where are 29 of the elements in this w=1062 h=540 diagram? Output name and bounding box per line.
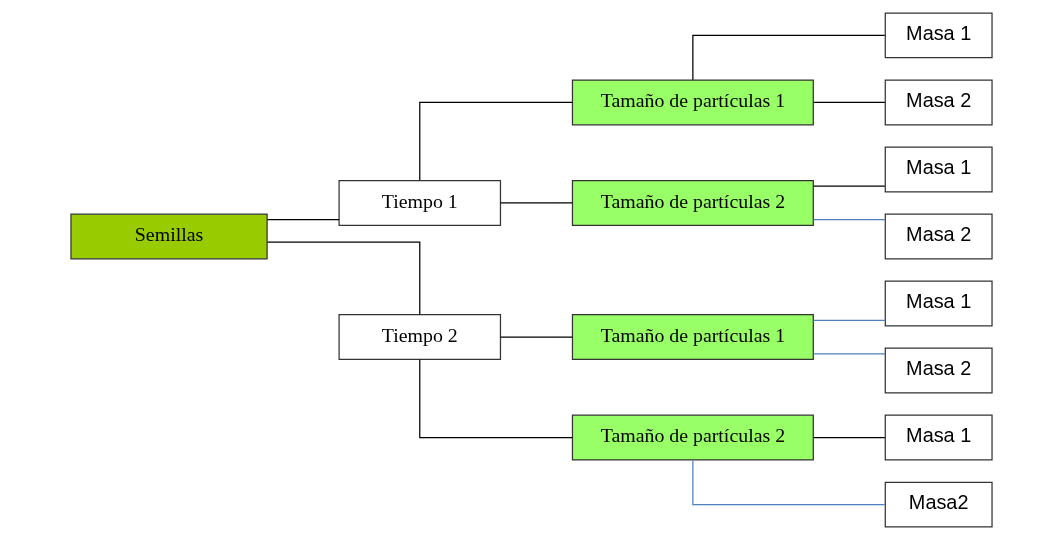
node-box: Semillas [69, 213, 268, 260]
connector [418, 359, 573, 439]
connector [266, 241, 420, 316]
connector [499, 336, 573, 338]
connector [812, 219, 885, 221]
node-box: Tamaño de partículas 2 [571, 414, 814, 461]
node-box: Tiempo 1 [337, 180, 501, 226]
connector [812, 185, 885, 187]
connector [812, 101, 885, 104]
node-box: Masa 1 [884, 12, 993, 59]
node-box: Masa 2 [884, 213, 993, 260]
node-box: Tamaño de partículas 1 [571, 79, 814, 126]
node-box: Masa 2 [884, 347, 993, 394]
connector [812, 353, 885, 355]
node-box: Masa 1 [884, 414, 993, 461]
connector [418, 101, 573, 181]
node-box: Tamaño de partículas 1 [571, 314, 814, 360]
connector [691, 34, 885, 81]
node-box: Masa 1 [884, 146, 993, 193]
node-box: Tamaño de partículas 2 [571, 180, 814, 226]
node-box: Masa2 [884, 481, 993, 528]
connector [266, 219, 340, 221]
connector [812, 436, 885, 439]
connector [691, 459, 885, 506]
connector [812, 319, 885, 321]
node-box: Masa 1 [884, 280, 993, 327]
node-box: Tiempo 2 [337, 314, 501, 360]
connector [499, 202, 573, 204]
node-box: Masa 2 [884, 79, 993, 126]
